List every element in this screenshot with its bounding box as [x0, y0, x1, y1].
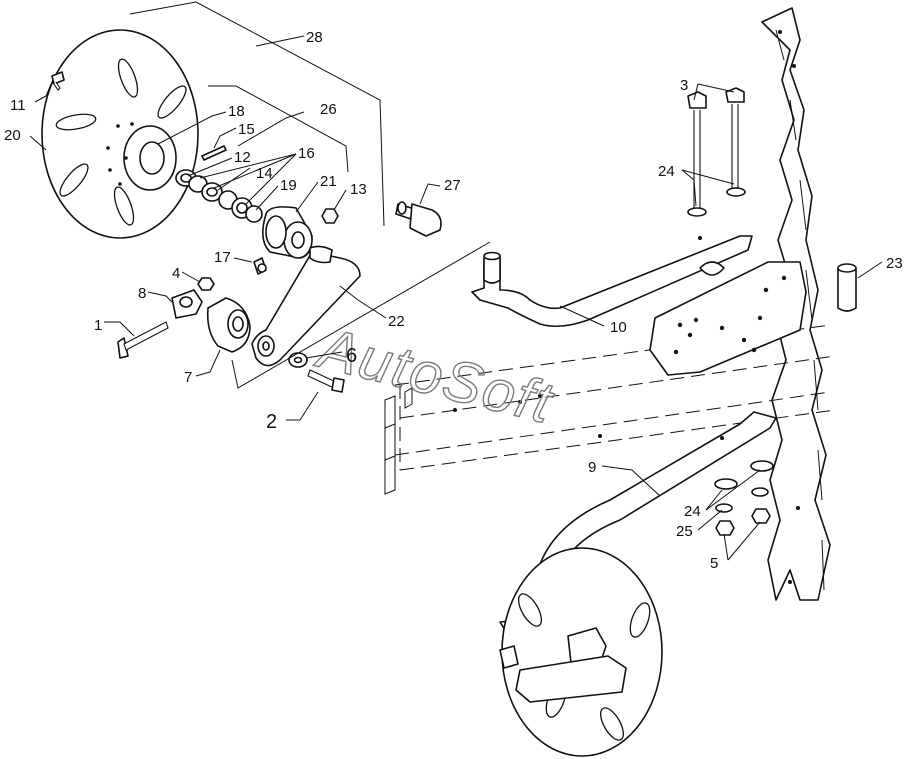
- callout-labels: 28 11 20 18 26 15 16 12 14 19 21 13 27 1…: [4, 29, 903, 572]
- callout-6: 6: [346, 345, 357, 367]
- crank-bolt: [307, 369, 345, 393]
- bearing-stack: [175, 169, 263, 223]
- callout-23: 23: [886, 255, 903, 272]
- callout-2: 2: [266, 411, 277, 433]
- callout-25: 25: [676, 523, 693, 540]
- callout-1: 1: [94, 317, 102, 334]
- callout-5: 5: [710, 555, 718, 572]
- wheel-disc: [41, 29, 199, 239]
- bolt-long-pair: [687, 87, 746, 217]
- crank-arm: [251, 245, 361, 367]
- wheel-screw: [51, 71, 65, 91]
- nut: [321, 208, 339, 224]
- callout-18: 18: [228, 103, 245, 120]
- callout-28: 28: [306, 29, 323, 46]
- callout-16: 16: [298, 145, 315, 162]
- pin: [201, 145, 227, 161]
- callout-7: 7: [184, 369, 192, 386]
- callout-19: 19: [280, 177, 297, 194]
- callout-24-top: 24: [658, 163, 675, 180]
- callout-27: 27: [444, 177, 461, 194]
- callout-4: 4: [172, 265, 180, 282]
- callout-8: 8: [138, 285, 146, 302]
- callout-20: 20: [4, 127, 21, 144]
- leader-lines: [29, 35, 883, 561]
- callout-13: 13: [350, 181, 367, 198]
- callout-17: 17: [214, 249, 231, 266]
- callout-26: 26: [320, 101, 337, 118]
- crank-washer: [288, 352, 308, 368]
- spacer-tube: [837, 263, 857, 312]
- hub: [262, 206, 313, 259]
- callout-14: 14: [256, 165, 273, 182]
- lower-wheel: [499, 547, 663, 757]
- callout-22: 22: [388, 313, 405, 330]
- clamp-fitting: [171, 289, 203, 319]
- callout-10: 10: [610, 319, 627, 336]
- lower-fastener-stack: [714, 460, 774, 536]
- callout-9: 9: [588, 459, 596, 476]
- small-nut: [197, 277, 215, 291]
- upper-arm: [471, 235, 753, 328]
- clamp-bolt: [117, 321, 169, 359]
- callout-15: 15: [238, 121, 255, 138]
- callout-24-bottom: 24: [684, 503, 701, 520]
- mounting-plate: [649, 261, 807, 376]
- clamp-body: [206, 297, 251, 353]
- watermark-text: AutoSoft: [310, 315, 561, 437]
- stub-axle: [395, 201, 442, 237]
- callout-11: 11: [10, 97, 26, 114]
- callout-12: 12: [234, 149, 251, 166]
- grease-fitting: [253, 257, 267, 275]
- callout-3: 3: [680, 77, 688, 94]
- callout-21: 21: [320, 173, 337, 190]
